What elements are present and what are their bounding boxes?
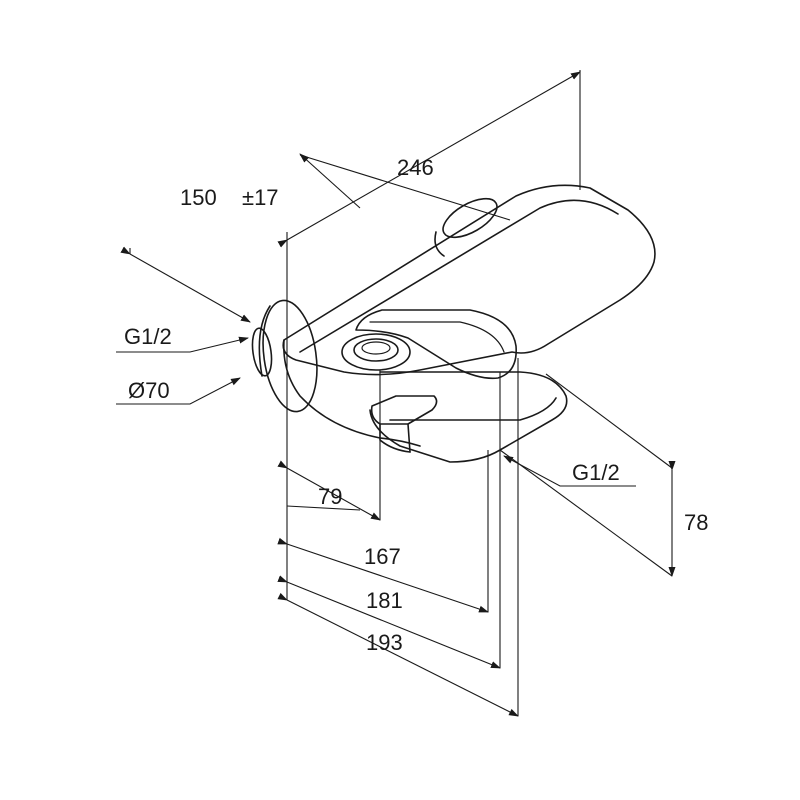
dim-line-79	[277, 460, 381, 521]
label-193: 193	[366, 630, 403, 655]
leader-d70	[116, 377, 241, 405]
dimension-lines	[116, 71, 676, 717]
faucet-body	[251, 184, 656, 463]
lever-handle	[355, 309, 517, 380]
label-g12-left: G1/2	[124, 324, 172, 349]
extension-lines	[286, 70, 673, 716]
leader-g12-right	[503, 455, 636, 487]
label-167: 167	[364, 544, 401, 569]
leader-g12-left	[116, 336, 249, 353]
spout	[369, 371, 568, 463]
label-79: 79	[318, 484, 342, 509]
spout-outlet	[370, 395, 438, 425]
label-tolerance: ±17	[242, 185, 279, 210]
body-side	[283, 339, 421, 447]
diverter-button	[341, 333, 411, 371]
label-78: 78	[684, 510, 708, 535]
label-181: 181	[366, 588, 403, 613]
label-246: 246	[397, 155, 434, 180]
dim-line-193	[277, 592, 519, 717]
label-diameter-70: Ø70	[128, 378, 170, 403]
label-150: 150	[180, 185, 217, 210]
dim-line-150	[120, 246, 251, 323]
dim-line-246	[277, 71, 581, 248]
dimension-labels: 246 150 ±17 G1/2 Ø70 G1/2 78 79 167 181 …	[124, 155, 708, 655]
escutcheon-left	[262, 299, 318, 413]
body-top-surface	[282, 184, 656, 376]
label-g12-right: G1/2	[572, 460, 620, 485]
